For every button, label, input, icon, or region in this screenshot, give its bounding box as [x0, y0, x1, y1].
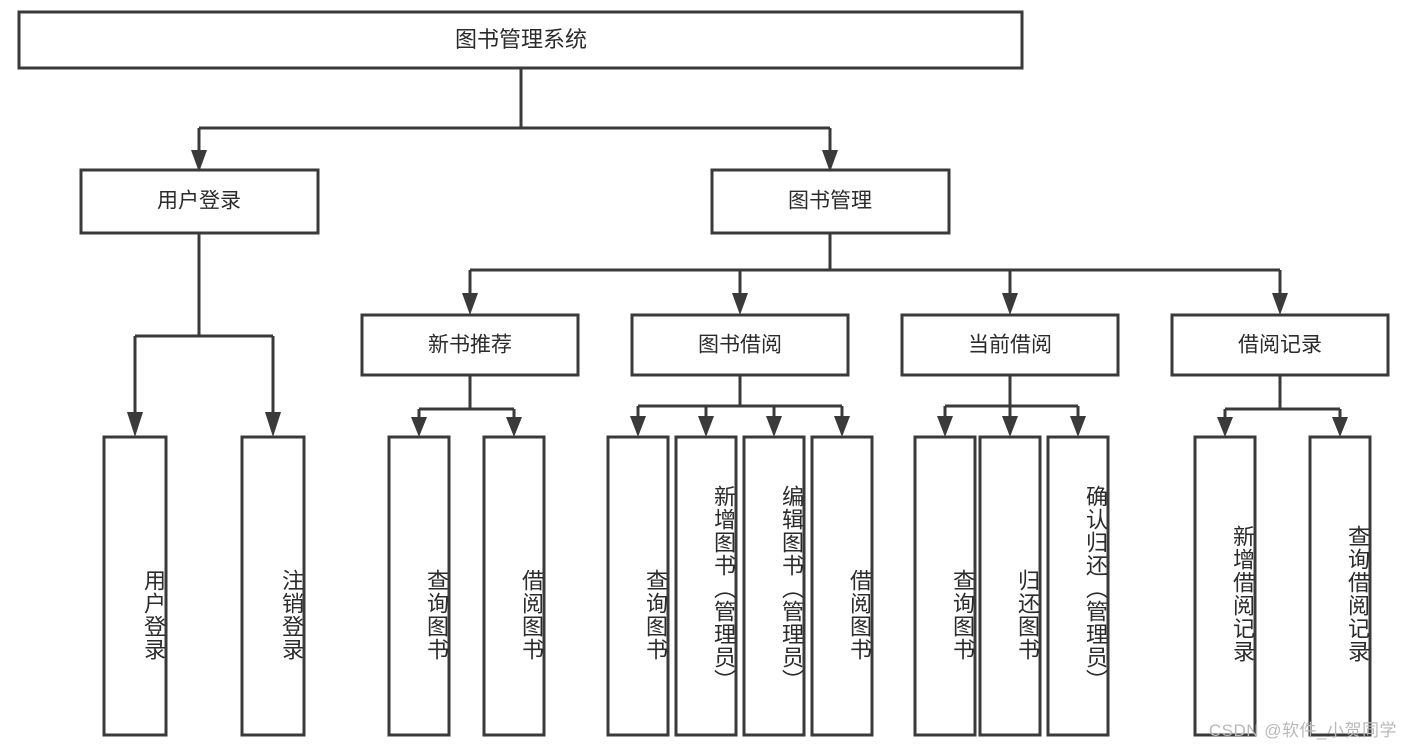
node-label-book-management: 图书管理: [788, 190, 872, 213]
arrow-head-leaf-query-book-2: [630, 416, 646, 437]
node-box-borrow-record[interactable]: [1170, 313, 1390, 377]
arrow-head-leaf-query-book-3: [937, 416, 953, 437]
node-label-new-book-recommend: 新书推荐: [428, 334, 512, 357]
arrow-head-book-borrow: [732, 293, 748, 315]
node-box-leaf-query-book-2[interactable]: [606, 435, 670, 737]
node-box-book-management[interactable]: [710, 168, 951, 235]
node-box-leaf-logout-login[interactable]: [240, 435, 306, 737]
csdn-watermark: CSDN @软件_小贺同学: [1208, 721, 1397, 740]
arrow-head-current-borrow: [1002, 293, 1018, 315]
node-box-leaf-return-book[interactable]: [978, 435, 1042, 737]
arrow-head-user-login: [191, 150, 207, 172]
node-label-root: 图书管理系统: [455, 27, 587, 52]
node-box-leaf-borrow-book-2[interactable]: [810, 435, 874, 737]
arrow-head-leaf-logout-login: [265, 412, 281, 437]
node-box-leaf-edit-book[interactable]: [742, 435, 806, 737]
arrow-head-leaf-return-book: [1002, 416, 1018, 437]
arrow-head-leaf-add-book: [698, 416, 714, 437]
node-box-book-borrow[interactable]: [630, 313, 850, 377]
connector-layer: [127, 68, 1348, 437]
node-box-leaf-add-book[interactable]: [674, 435, 738, 737]
arrow-head-new-book-recommend: [462, 293, 478, 315]
node-box-leaf-query-book-3[interactable]: [913, 435, 977, 737]
arrow-head-leaf-confirm-return: [1070, 416, 1086, 437]
node-box-user-login[interactable]: [79, 168, 320, 235]
node-box-leaf-add-record[interactable]: [1193, 435, 1257, 737]
node-label-book-borrow: 图书借阅: [698, 334, 782, 357]
node-box-leaf-user-login[interactable]: [102, 435, 168, 737]
node-box-new-book-recommend[interactable]: [360, 313, 580, 377]
node-box-leaf-confirm-return[interactable]: [1046, 435, 1110, 737]
arrow-head-leaf-add-record: [1217, 417, 1233, 437]
node-label-user-login: 用户登录: [157, 190, 241, 213]
arrow-head-leaf-query-record: [1332, 417, 1348, 437]
arrow-head-leaf-user-login: [127, 412, 143, 437]
node-box-root[interactable]: [17, 10, 1024, 70]
node-label-current-borrow: 当前借阅: [968, 334, 1052, 357]
arrow-head-leaf-borrow-book-2: [834, 416, 850, 437]
arrow-head-leaf-query-book-1: [411, 417, 427, 437]
arrow-head-leaf-borrow-book-1: [506, 417, 522, 437]
node-box-current-borrow[interactable]: [900, 313, 1120, 377]
node-box-leaf-query-record[interactable]: [1308, 435, 1372, 737]
node-label-borrow-record: 借阅记录: [1238, 334, 1322, 357]
node-box-leaf-query-book-1[interactable]: [387, 435, 451, 737]
arrow-head-book-management: [822, 150, 838, 172]
arrow-head-leaf-edit-book: [766, 416, 782, 437]
node-box-leaf-borrow-book-1[interactable]: [482, 435, 546, 737]
arrow-head-borrow-record: [1272, 293, 1288, 315]
node-layer: 图书管理系统 用户登录 图书管理 新书推荐 图书借阅 当前借阅 借阅记录: [17, 10, 1390, 737]
